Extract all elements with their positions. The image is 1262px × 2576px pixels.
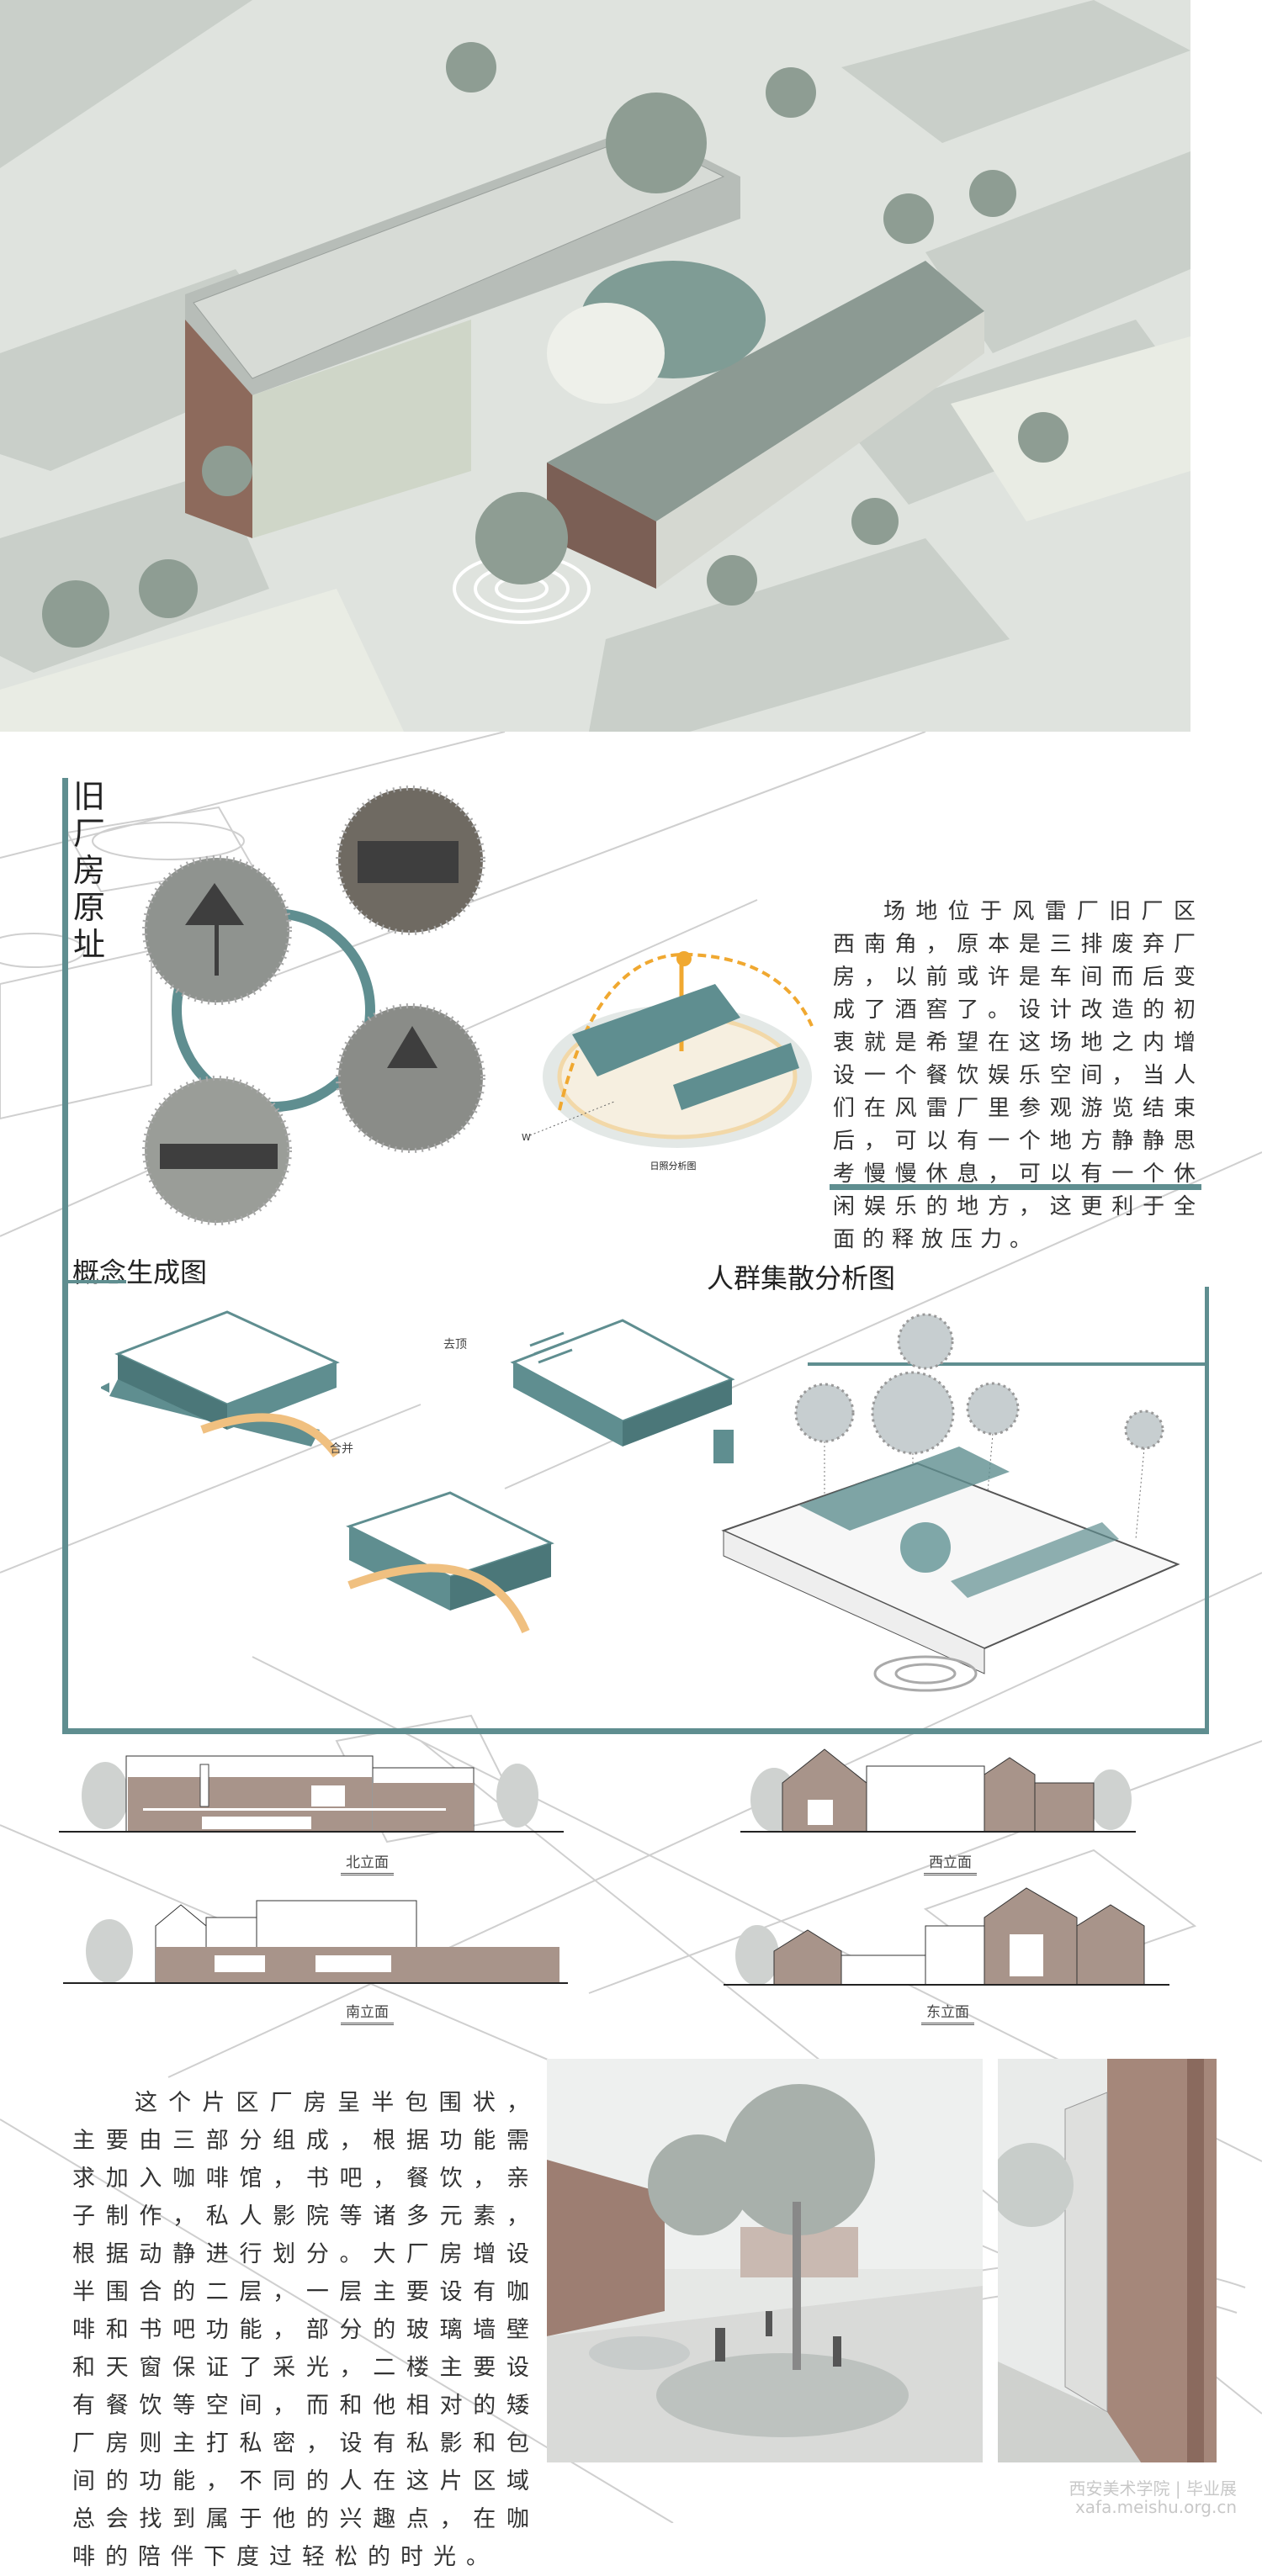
frame-line-left: [62, 778, 68, 1732]
crowd-analysis-diagram: [721, 1313, 1180, 1692]
concept-title-underline: [66, 1280, 126, 1283]
south-elevation-label: 南立面: [341, 2000, 394, 2025]
watermark-url: xafa.meishu.org.cn: [1074, 2497, 1237, 2517]
concept-model-2: [510, 1319, 735, 1463]
crowd-bubble: [1124, 1410, 1164, 1450]
crowd-analysis-title: 人群集散分析图: [707, 1262, 896, 1294]
site-photos: [142, 785, 485, 1225]
watermark-school: 西安美术学院 | 毕业展: [1068, 2478, 1237, 2499]
frame-line-right: [1205, 1287, 1209, 1734]
crowd-title-underline: [808, 1362, 1207, 1366]
old-factory-site-title: 旧厂房原址: [72, 778, 105, 963]
remove-roof-label: 去顶: [443, 1338, 467, 1351]
east-elevation-label: 东立面: [921, 2000, 974, 2025]
south-elevation: [63, 1900, 568, 1984]
west-elevation-label: 西立面: [924, 1850, 977, 1875]
crowd-bubble: [794, 1383, 855, 1443]
concept-model-3: [346, 1491, 554, 1633]
site-description: 场地位于风雷厂旧厂区西南角，原本是三排废弃厂房，以前或许是车间而后变成了酒窖了。…: [833, 899, 1203, 1252]
site-description-underline: [830, 1184, 1201, 1190]
north-elevation-label: 北立面: [341, 1850, 394, 1875]
sun-diagram-caption: 日照分析图: [650, 1160, 697, 1172]
east-elevation: [724, 1887, 1169, 1986]
sun-analysis-diagram: W 日照分析图: [522, 951, 814, 1172]
design-description: 这个片区厂房呈半包围状，主要由三部分组成，根据功能需求加入咖啡馆，书吧，餐饮，亲…: [72, 2090, 539, 2570]
sun-icon: [676, 951, 692, 966]
site-photo-road: [336, 1003, 485, 1153]
concept-model-1: [101, 1310, 341, 1457]
crowd-bubble: [966, 1382, 1020, 1436]
compass-w-label: W: [522, 1132, 531, 1143]
watermark: 西安美术学院 | 毕业展 xafa.meishu.org.cn: [1069, 2479, 1237, 2516]
crowd-bubble: [871, 1371, 955, 1455]
frame-line-bottom: [62, 1728, 1208, 1734]
merge-label: 合并: [330, 1442, 353, 1456]
courtyard-render: [547, 2059, 983, 2462]
facade-render: [998, 2059, 1217, 2462]
crowd-bubble: [897, 1313, 954, 1370]
west-elevation: [740, 1748, 1136, 1833]
concept-title: 概念生成图: [72, 1256, 208, 1288]
aerial-render: [0, 0, 1190, 732]
north-elevation: [59, 1755, 564, 1833]
